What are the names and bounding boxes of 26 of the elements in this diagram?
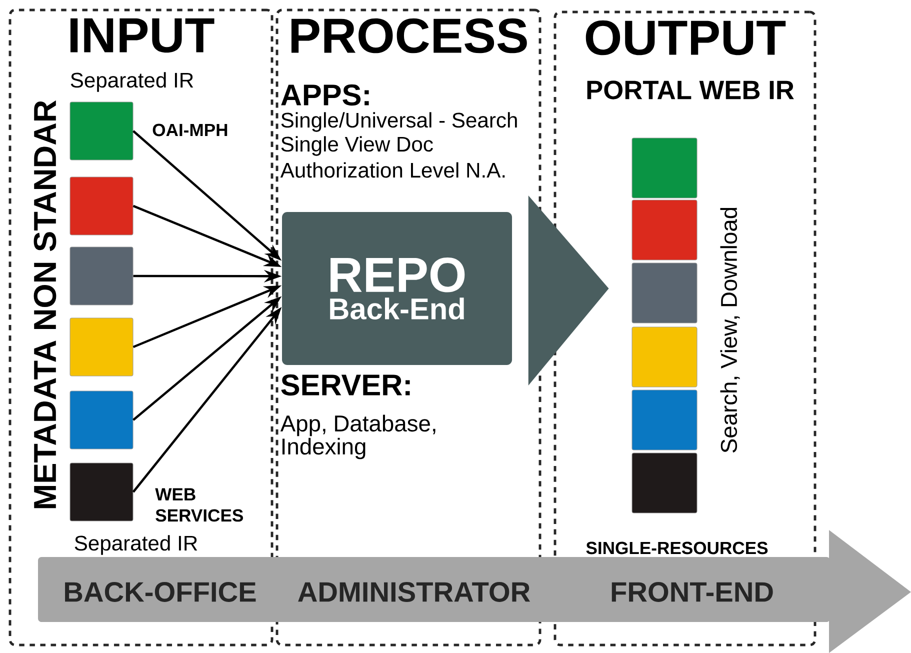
color-square (632, 262, 698, 324)
color-square (632, 390, 698, 450)
color-square (632, 200, 698, 260)
list-item: Single View Doc (281, 136, 433, 156)
section-heading: APPS: (281, 84, 369, 106)
caption-text: SINGLE-RESOURCES (586, 542, 768, 554)
color-square (632, 326, 698, 388)
color-square (70, 246, 134, 306)
color-square (70, 318, 134, 376)
vertical-heading: METADATA NON STANDAR (34, 100, 56, 508)
chevron-arrow (528, 196, 609, 386)
color-square (70, 176, 134, 236)
caption-text: Separated IR (74, 535, 198, 555)
edge-label: WEB SERVICES (155, 488, 243, 522)
list-item: Single/Universal - Search (281, 112, 517, 132)
color-square (70, 102, 134, 160)
vertical-caption: Search, View, Download (720, 208, 740, 453)
color-square (70, 390, 134, 450)
edge-label: OAI-MPH (152, 124, 228, 136)
description-text: App, Database, Indexing (280, 414, 436, 460)
color-square (70, 462, 134, 522)
color-square (632, 452, 698, 514)
color-square (632, 138, 698, 198)
list-item: Authorization Level N.A. (280, 162, 505, 178)
repository-box: REPO Back-End (282, 212, 512, 365)
section-heading: PORTAL WEB IR (587, 80, 794, 100)
